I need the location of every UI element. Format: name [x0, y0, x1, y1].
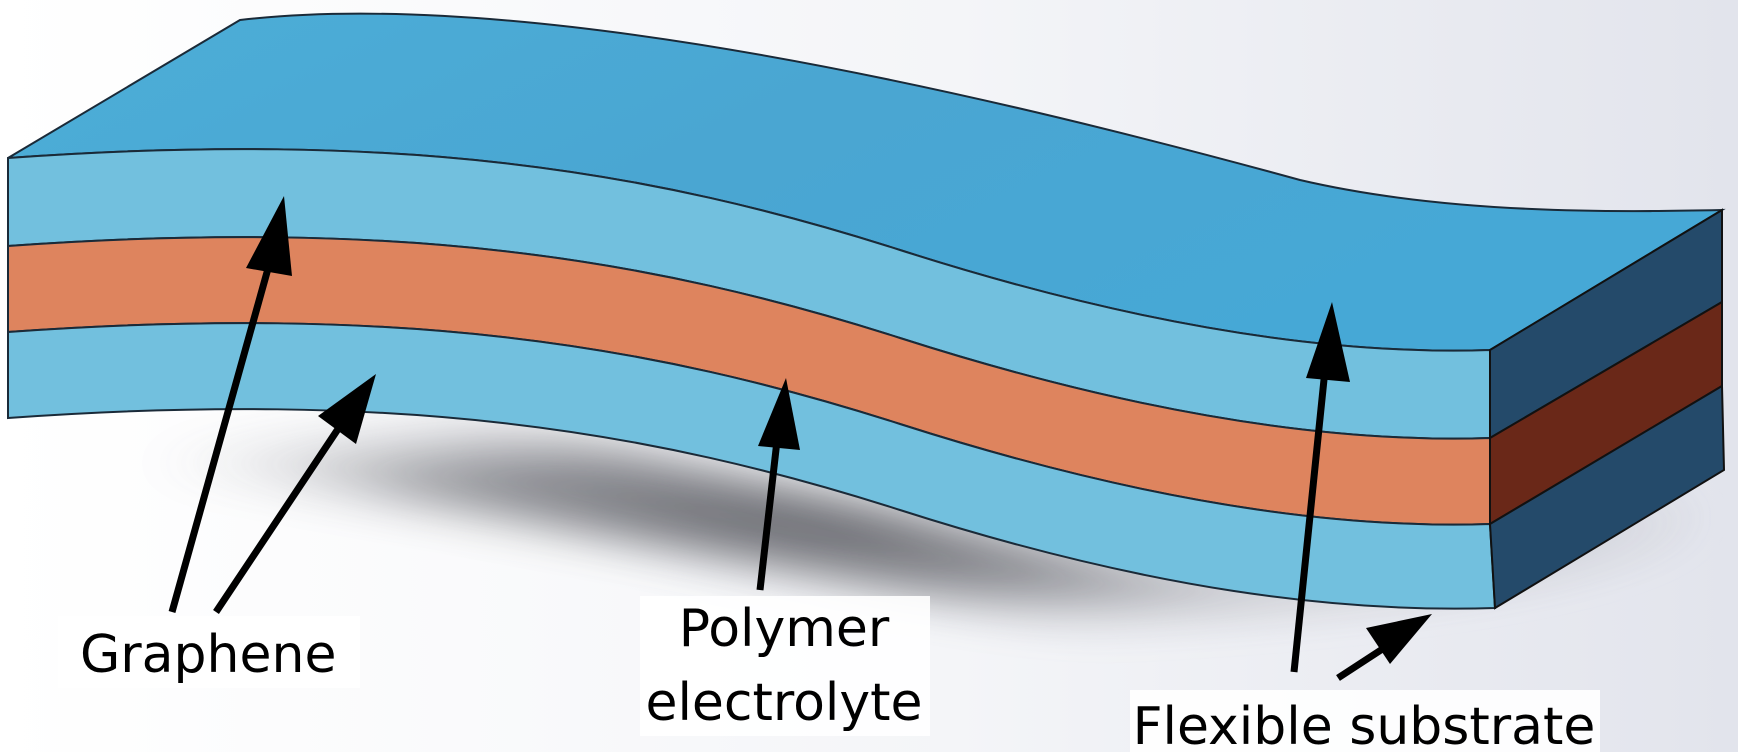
arrow-substrate-top-shaft	[1290, 359, 1330, 673]
substrate-label-bg	[1130, 690, 1600, 752]
arrow-electrolyte-shaft	[756, 431, 782, 591]
arrow-graphene-top-shaft	[168, 239, 280, 613]
arrow-substrate-top-head	[1306, 302, 1350, 382]
arrow-graphene-top-head	[246, 196, 292, 276]
arrow-graphene-bottom-head	[318, 374, 376, 444]
end-face-bottom	[1488, 384, 1726, 610]
graphene-label-bg	[58, 616, 360, 688]
arrow-graphene-bottom-shaft	[213, 418, 347, 614]
polymer-label-bg	[640, 596, 930, 736]
graphene-label: Graphene	[80, 625, 336, 685]
polymer-label-line2: electrolyte	[645, 673, 922, 733]
arrow-substrate-bottom-shaft	[1336, 645, 1386, 681]
arrows	[168, 196, 1432, 681]
arrow-electrolyte-head	[758, 378, 800, 450]
substrate-label: Flexible substrate	[1133, 697, 1596, 752]
polymer-label-line1: Polymer	[679, 599, 890, 659]
arrow-substrate-bottom-head	[1366, 614, 1432, 664]
